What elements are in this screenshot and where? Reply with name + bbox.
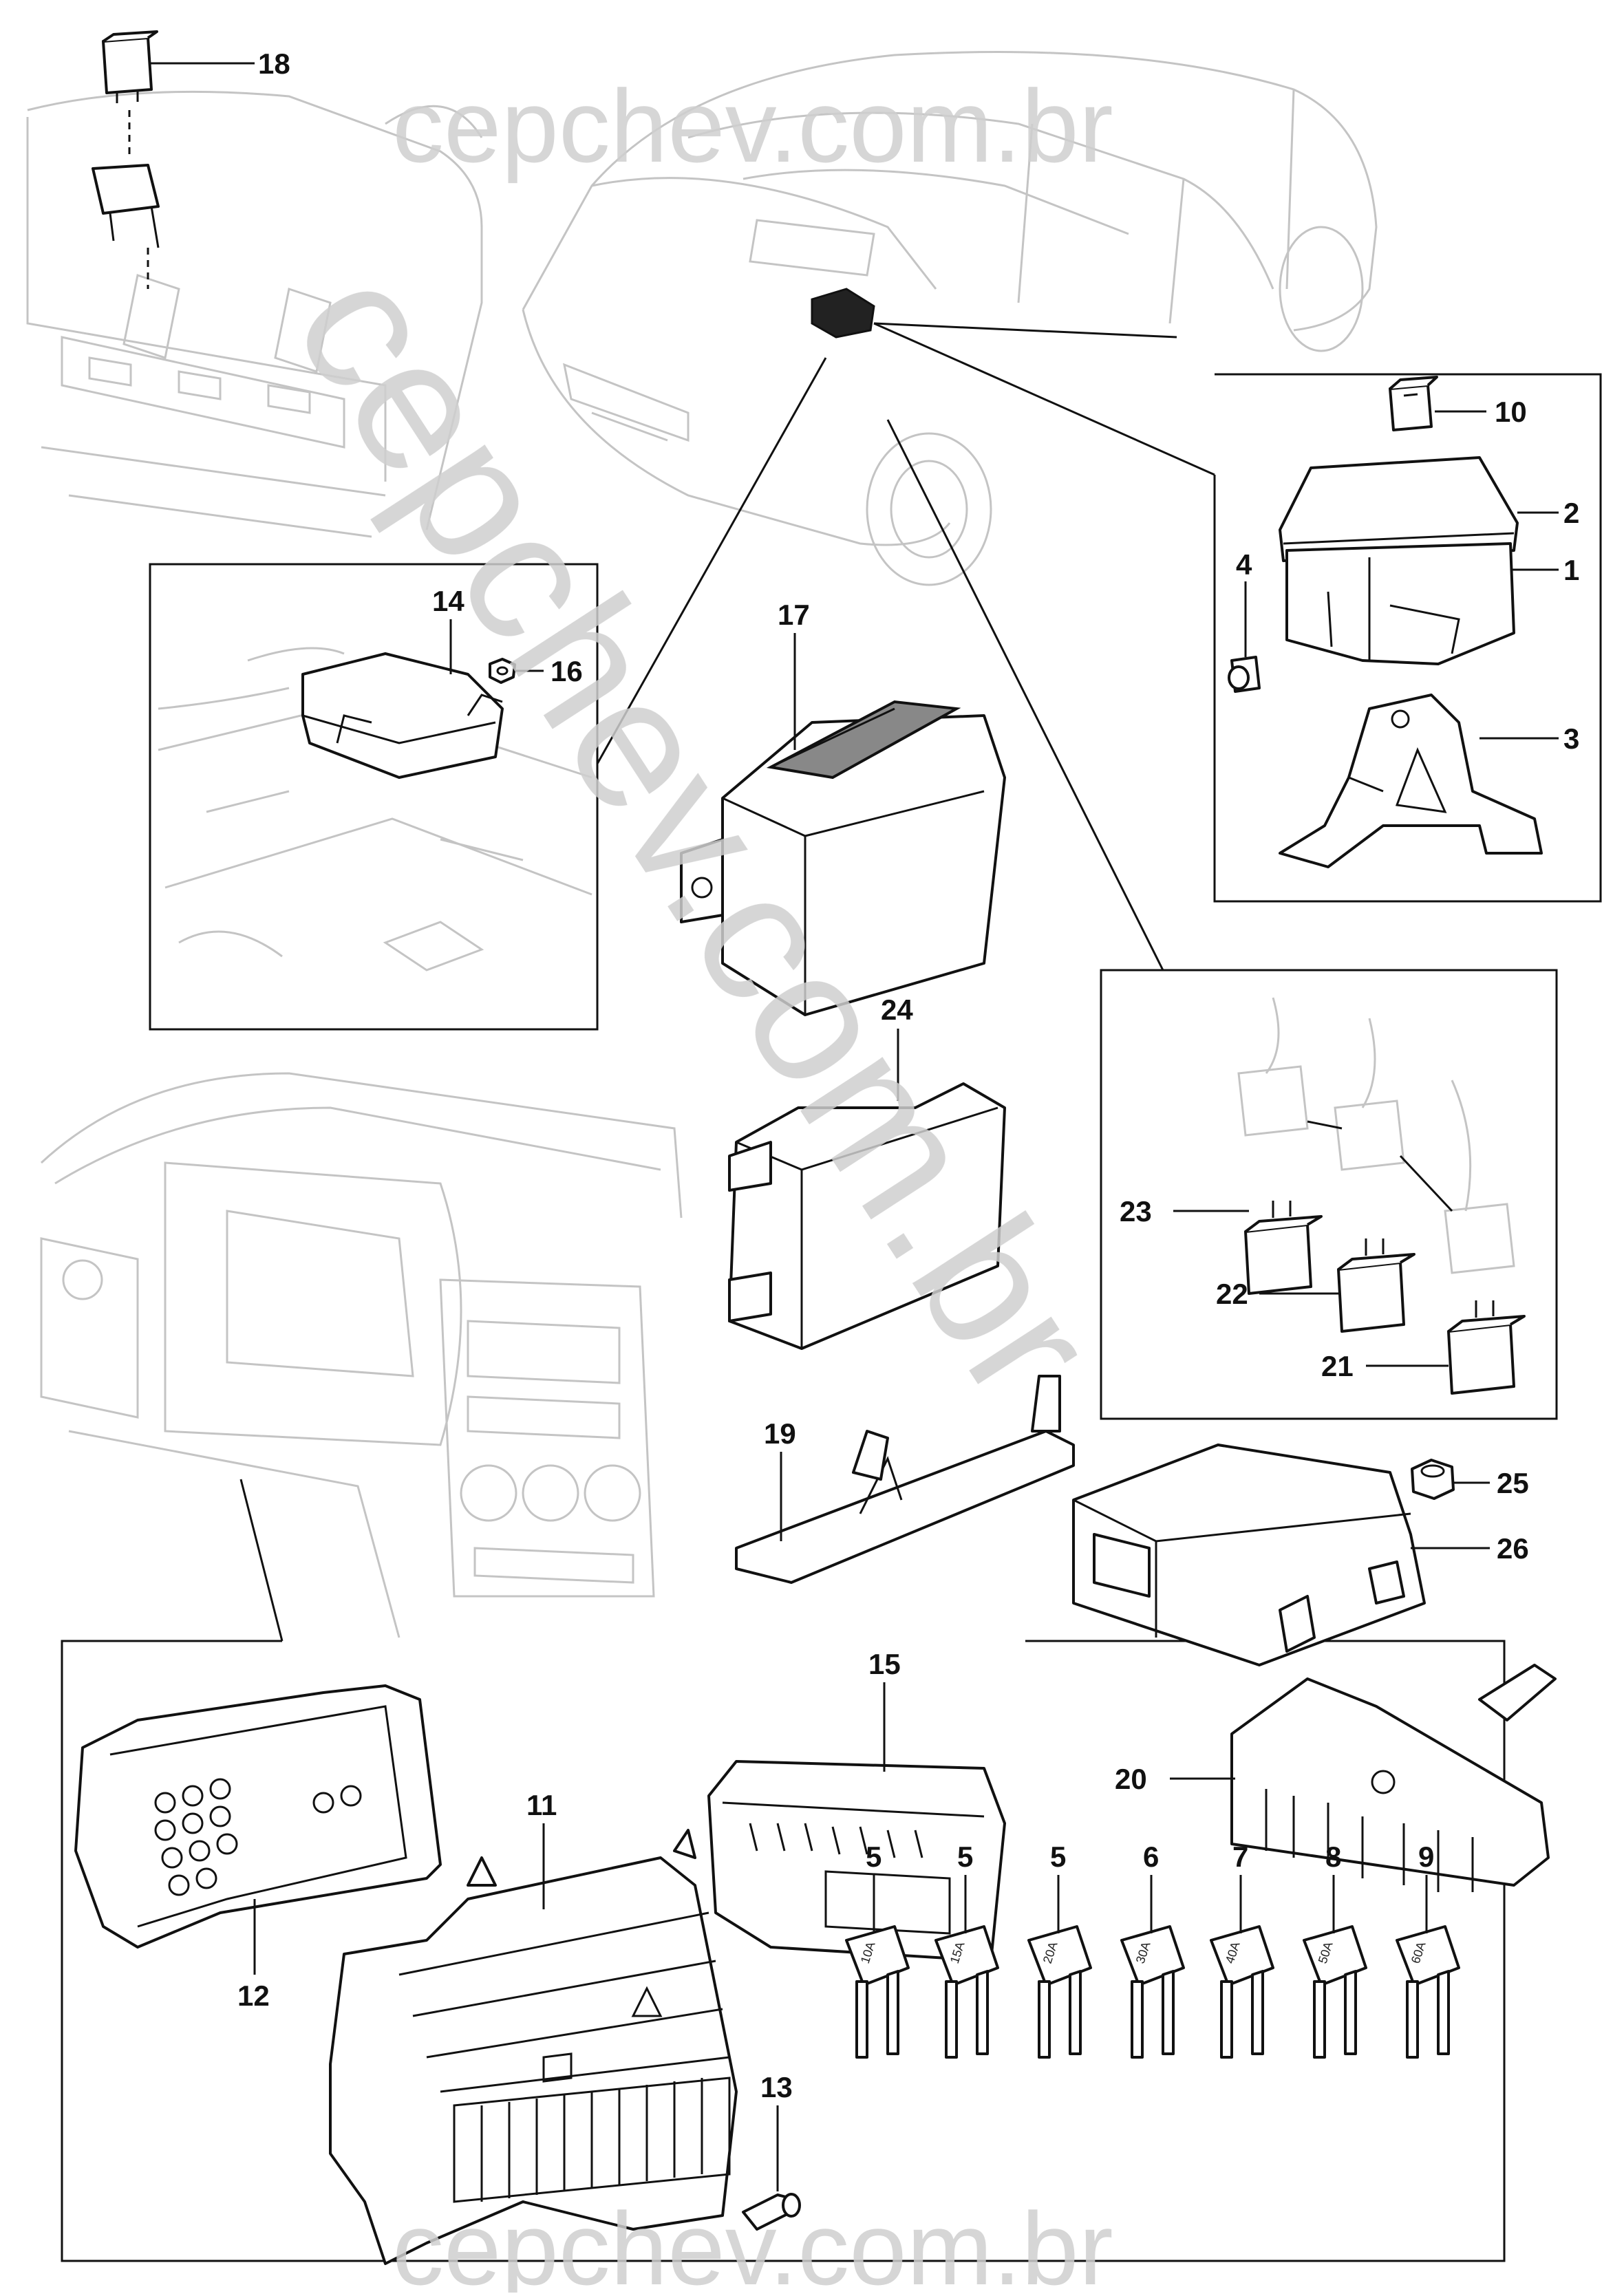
part-11-fuse-relay-box <box>329 1829 738 2265</box>
part-16-nut <box>489 658 516 684</box>
callout-26: 26 <box>1497 1532 1529 1565</box>
callout-7: 7 <box>1232 1841 1248 1873</box>
callout-23: 23 <box>1120 1195 1152 1227</box>
inset-box-fuse-panel <box>61 1640 1506 2262</box>
callout-24: 24 <box>881 994 913 1026</box>
part-17-control-unit <box>680 700 1006 1016</box>
fuse-50a <box>1303 1925 1367 2059</box>
part-12-fusebox-lid <box>74 1684 442 1949</box>
inset-box-relay-harness <box>1100 969 1558 1420</box>
callout-20: 20 <box>1115 1763 1147 1795</box>
callout-5c: 5 <box>1050 1841 1066 1873</box>
leader-to-fuse-panel <box>239 1479 284 1642</box>
callout-numbers: 18 10 2 1 4 3 14 16 17 24 23 22 21 19 25… <box>237 47 1579 2103</box>
part-19-mounting-bar <box>735 1375 1075 1584</box>
part-4-clip <box>1228 656 1261 693</box>
callout-4: 4 <box>1236 548 1252 581</box>
callout-17: 17 <box>778 599 810 631</box>
callout-18: 18 <box>258 47 290 80</box>
fuse-15a <box>934 1925 999 2059</box>
part-23-relay <box>1244 1201 1323 1295</box>
car-body-illustration <box>522 51 1378 586</box>
part-22-relay <box>1337 1238 1415 1333</box>
leader-to-bracket <box>873 322 1215 476</box>
fuse-40a <box>1210 1925 1274 2059</box>
part-10-relay <box>1389 376 1438 431</box>
callout-8: 8 <box>1325 1841 1341 1873</box>
callout-11: 11 <box>526 1789 557 1821</box>
watermark-top: cepchev.com.br <box>392 68 1113 184</box>
callout-9: 9 <box>1418 1841 1434 1873</box>
inset-box-controller-mount <box>149 563 599 1031</box>
leader-to-controller <box>596 357 827 764</box>
part-25-nut <box>1411 1459 1455 1500</box>
callout-5b: 5 <box>957 1841 973 1873</box>
inset-box-relay-bracket <box>1213 373 1602 903</box>
callout-14: 14 <box>432 585 464 617</box>
part-13-screw <box>742 2193 801 2231</box>
callout-5a: 5 <box>866 1841 882 1873</box>
fuse-60a <box>1396 1925 1460 2059</box>
fuse-20a <box>1027 1925 1092 2059</box>
part-1-relay-box <box>1285 542 1515 665</box>
part-15-electronic-module <box>707 1760 1006 1962</box>
callout-6: 6 <box>1143 1841 1159 1873</box>
watermark-bottom: cepchev.com.br <box>392 2191 1113 2293</box>
part-2-fusebox-cover <box>1279 456 1519 562</box>
callout-21: 21 <box>1321 1350 1354 1382</box>
part-26-airbag-module <box>1072 1444 1426 1666</box>
callout-12: 12 <box>237 1980 270 2012</box>
dashboard-illustration <box>40 1072 683 1638</box>
fuse-row <box>845 1925 1460 2059</box>
fuse-30a <box>1120 1925 1185 2059</box>
fuse-10a <box>845 1925 910 2059</box>
callout-3: 3 <box>1563 722 1579 755</box>
part-20-bracket <box>1230 1664 1557 1892</box>
callout-leaders <box>150 62 1559 2191</box>
callout-19: 19 <box>764 1417 796 1450</box>
callout-22: 22 <box>1216 1278 1248 1310</box>
callout-15: 15 <box>868 1648 901 1680</box>
underdash-relay-area-illustration <box>26 90 483 538</box>
callout-25: 25 <box>1497 1467 1529 1499</box>
module-location-marker <box>811 288 875 339</box>
leader-to-harness <box>886 419 1164 971</box>
callout-2: 2 <box>1563 497 1579 529</box>
part-14-module-bracket <box>301 652 504 779</box>
part-3-bracket <box>1279 694 1543 868</box>
callout-13: 13 <box>760 2071 793 2103</box>
callout-16: 16 <box>551 655 583 687</box>
callout-10: 10 <box>1495 396 1527 428</box>
part-18-relay <box>92 30 160 289</box>
part-24-module <box>728 1082 1006 1350</box>
relay-harness-connectors <box>1237 997 1515 1274</box>
callout-1: 1 <box>1563 554 1579 586</box>
part-21-relay <box>1447 1300 1526 1395</box>
watermark-diagonal: cepchev.com.br <box>255 233 1135 1434</box>
